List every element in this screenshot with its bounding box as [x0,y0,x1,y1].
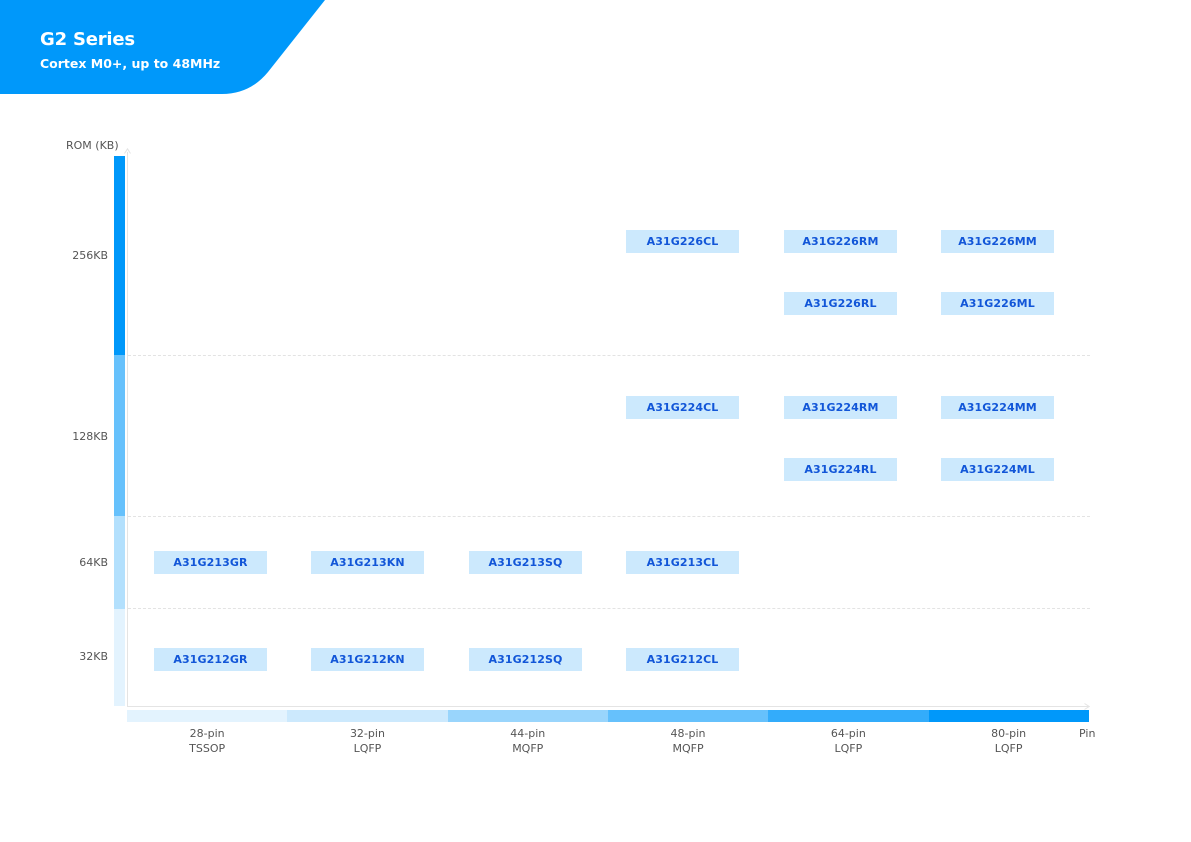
y-tick-label: 256KB [72,249,108,262]
part-chip-a31g212cl[interactable]: A31G212CL [626,648,739,671]
gridline [128,608,1090,609]
y-axis-line [127,152,128,707]
x-band-44-pin [447,710,609,722]
part-chip-a31g224rm[interactable]: A31G224RM [784,396,897,419]
x-band-28-pin [127,710,288,722]
y-band-32kb [114,609,125,706]
y-tick-label: 64KB [79,556,108,569]
part-chip-a31g213sq[interactable]: A31G213SQ [469,551,582,574]
part-chip-a31g212kn[interactable]: A31G212KN [311,648,424,671]
x-band-32-pin [287,710,449,722]
pin-count: 48-pin [670,727,706,740]
series-banner: G2 Series Cortex M0+, up to 48MHz [0,0,330,94]
part-chip-a31g213kn[interactable]: A31G213KN [311,551,424,574]
gridline [128,516,1090,517]
part-chip-a31g212sq[interactable]: A31G212SQ [469,648,582,671]
part-chip-a31g224rl[interactable]: A31G224RL [784,458,897,481]
x-axis-arrow-icon [1084,703,1090,710]
part-chip-a31g226rl[interactable]: A31G226RL [784,292,897,315]
part-chip-a31g226ml[interactable]: A31G226ML [941,292,1054,315]
gridline [128,355,1090,356]
banner-shape [0,0,325,94]
part-chip-a31g224cl[interactable]: A31G224CL [626,396,739,419]
x-axis-line [127,706,1089,707]
package-type: MQFP [672,742,704,755]
part-chip-a31g213gr[interactable]: A31G213GR [154,551,267,574]
y-axis-arrow-icon [124,148,131,154]
x-band-64-pin [768,710,929,722]
y-band-128kb [114,355,125,516]
y-band-256kb [114,156,125,355]
part-chip-a31g226cl[interactable]: A31G226CL [626,230,739,253]
y-axis-title: ROM (KB) [66,139,119,152]
package-type: LQFP [994,742,1023,755]
part-chip-a31g224mm[interactable]: A31G224MM [941,396,1054,419]
part-chip-a31g224ml[interactable]: A31G224ML [941,458,1054,481]
y-tick-label: 128KB [72,430,108,443]
part-chip-a31g226rm[interactable]: A31G226RM [784,230,897,253]
package-type: MQFP [512,742,544,755]
pin-count: 44-pin [510,727,546,740]
part-chip-a31g213cl[interactable]: A31G213CL [626,551,739,574]
series-subtitle: Cortex M0+, up to 48MHz [40,56,221,71]
y-tick-label: 32KB [79,650,108,663]
pin-count: 32-pin [349,727,385,740]
y-band-64kb [114,516,125,609]
package-type: LQFP [834,742,863,755]
pin-count: 64-pin [830,727,866,740]
pin-count: 28-pin [189,727,225,740]
package-type: LQFP [353,742,382,755]
x-band-80-pin [928,710,1090,722]
x-axis-title: Pin [1079,727,1096,740]
series-title: G2 Series [40,29,135,50]
part-chip-a31g212gr[interactable]: A31G212GR [154,648,267,671]
package-type: TSSOP [189,742,226,755]
pin-count: 80-pin [991,727,1027,740]
part-chip-a31g226mm[interactable]: A31G226MM [941,230,1054,253]
x-band-48-pin [607,710,769,722]
